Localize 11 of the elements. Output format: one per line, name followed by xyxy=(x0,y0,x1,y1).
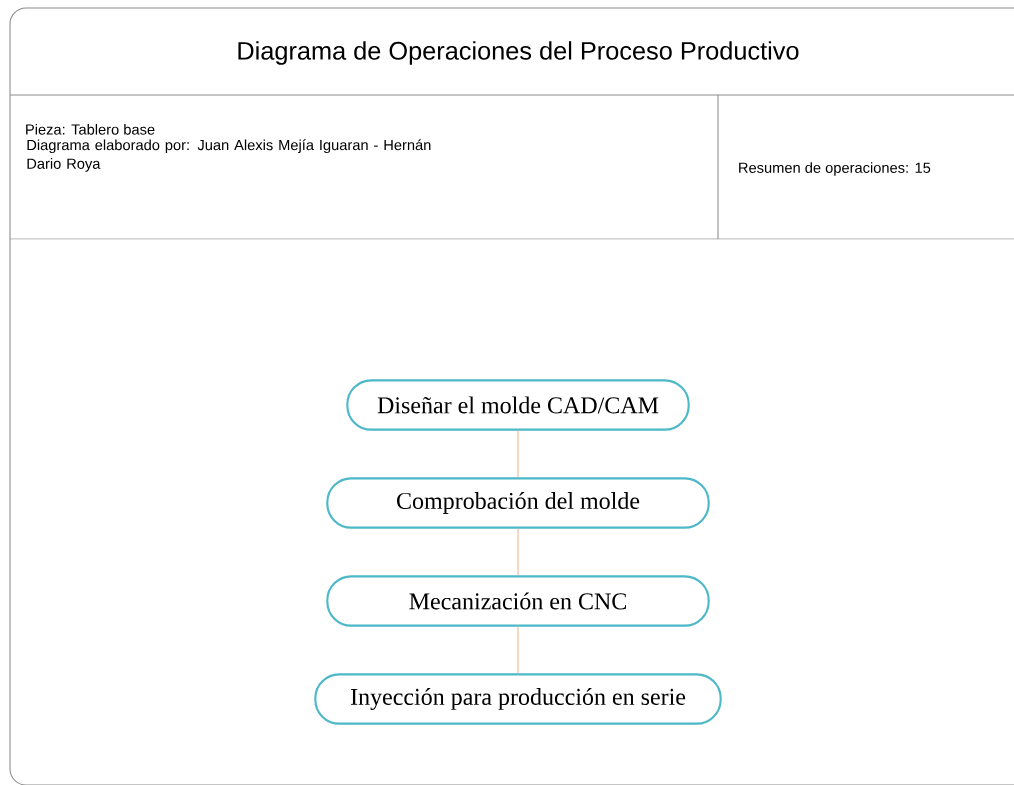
connector-line xyxy=(517,430,519,478)
operation-box: Inyección para producción en serie xyxy=(314,673,722,725)
operation-box: Mecanización en CNC xyxy=(326,575,710,627)
author-text: Diagrama elaborado por: Juan Alexis Mejía Iguaran - Hernán Dario Roya xyxy=(27,139,431,172)
operation-box: Comprobación del molde xyxy=(326,477,710,529)
summary-text: Resumen de operaciones: 15 xyxy=(739,162,931,176)
connector-line xyxy=(517,528,519,576)
title: Diagrama de Operaciones del Proceso Productivo xyxy=(238,41,799,65)
part-label: Pieza: Tablero base xyxy=(26,123,155,135)
connector-line xyxy=(517,626,519,674)
operation-box: Diseñar el molde CAD/CAM xyxy=(346,379,690,431)
